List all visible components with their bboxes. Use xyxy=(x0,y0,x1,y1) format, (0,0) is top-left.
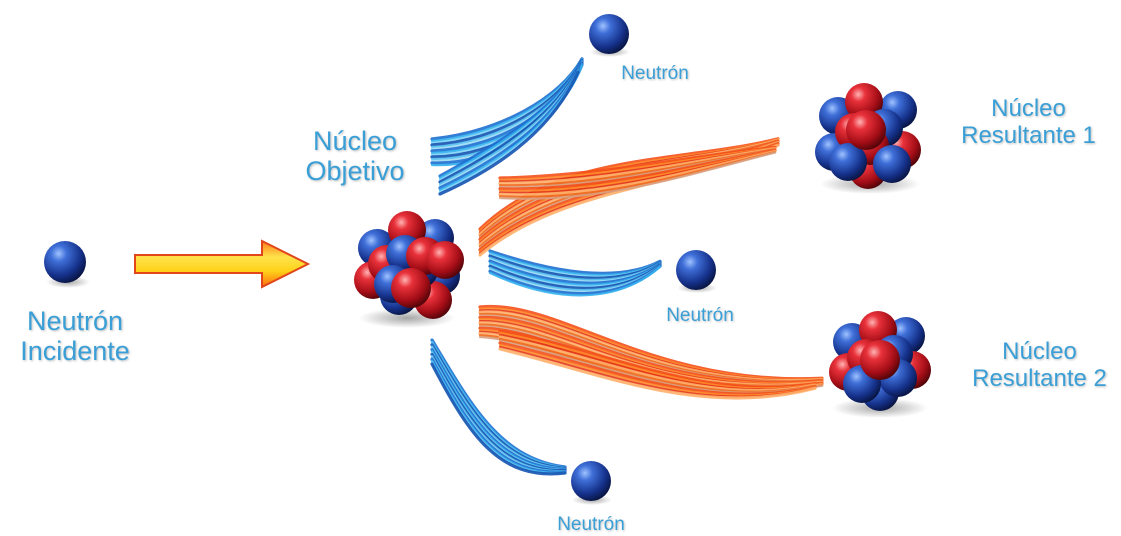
proton-ball xyxy=(391,268,431,308)
trail-streak xyxy=(430,362,567,476)
result2-label: Núcleo Resultante 2 xyxy=(962,338,1117,393)
trail-streak xyxy=(498,151,777,200)
incidence-arrow-icon xyxy=(134,239,311,289)
particle-trails xyxy=(430,57,824,476)
target-label-line2: Objetivo xyxy=(305,156,405,187)
trail-streak xyxy=(488,265,662,297)
incident-label-line2: Incidente xyxy=(20,336,130,367)
result1-label-line1: Núcleo xyxy=(991,95,1066,122)
target-nucleus-label: Núcleo Objetivo xyxy=(292,126,418,186)
neutron-middle-text: Neutrón xyxy=(666,305,734,326)
incident-label-line1: Neutrón xyxy=(26,306,124,336)
incident-neutron-label: Neutrón Incidente xyxy=(10,306,140,366)
emitted-neutron-top-icon xyxy=(589,14,630,57)
neutron-ball xyxy=(873,145,911,183)
emitted-neutron-middle-icon xyxy=(676,250,717,293)
result1-label-line2: Resultante 1 xyxy=(961,121,1096,149)
neutron-bottom-label: Neutrón xyxy=(541,514,641,535)
target-nucleus-icon xyxy=(354,211,464,328)
proton-ball xyxy=(860,340,900,380)
neutron-bottom-text: Neutrón xyxy=(557,514,625,535)
neutron-top-text: Neutrón xyxy=(621,63,689,84)
proton-ball xyxy=(846,110,886,150)
incident-neutron-icon xyxy=(44,241,90,288)
target-label-line1: Núcleo xyxy=(312,126,398,156)
neutron-top-label: Neutrón xyxy=(605,63,705,84)
proton-ball xyxy=(426,241,464,279)
neutron-ball xyxy=(829,143,867,181)
result2-label-line1: Núcleo xyxy=(1002,338,1077,365)
neutron-middle-label: Neutrón xyxy=(650,305,750,326)
emitted-neutron-bottom-icon xyxy=(571,461,612,505)
trail-streak xyxy=(498,347,817,400)
result1-label: Núcleo Resultante 1 xyxy=(946,95,1111,150)
trail-streak xyxy=(438,70,580,196)
result2-label-line2: Resultante 2 xyxy=(972,364,1107,392)
resulting-nucleus-2-icon xyxy=(829,311,931,418)
resulting-nucleus-1-icon xyxy=(815,83,921,194)
